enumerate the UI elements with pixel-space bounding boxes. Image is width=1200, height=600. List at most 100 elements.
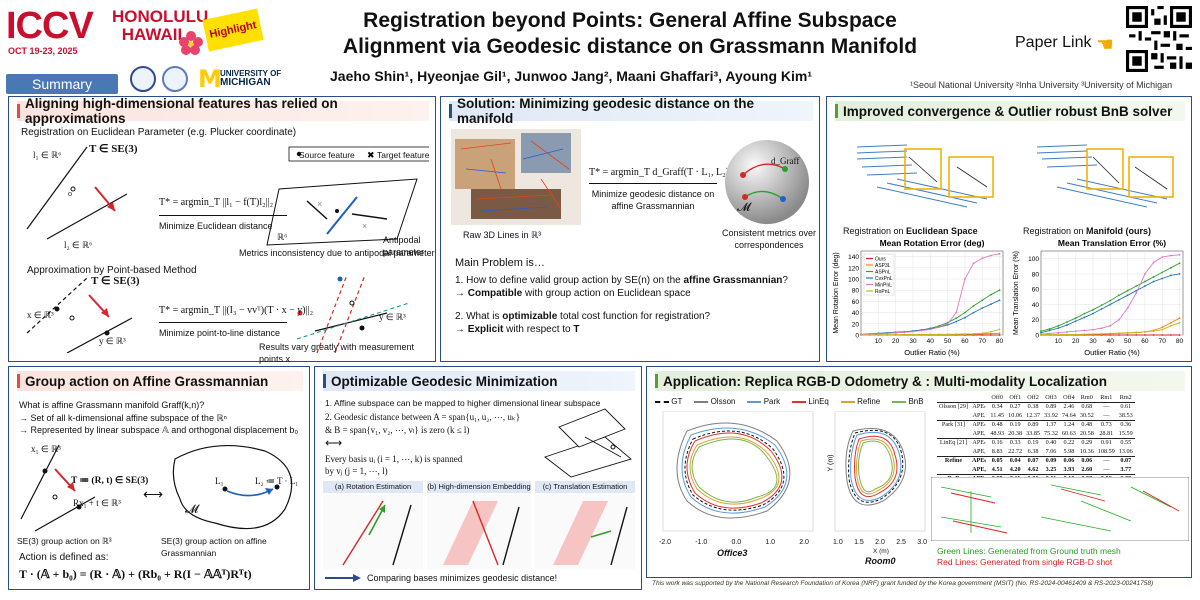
umich-name: UNIVERSITY OF MICHIGAN [220, 69, 282, 88]
label-antipodal: Antipodal parameter [383, 235, 425, 257]
question-1: 1. How to define valid group action by S… [455, 275, 788, 286]
paper-link[interactable]: Paper Link [1015, 34, 1092, 51]
equation-euclidean: T* = argmin_T ||l₁ − f(T)l₂||₂ [159, 197, 274, 208]
table-cell: Olsson [29] [937, 401, 971, 411]
table-cell: 60.63 [1061, 429, 1076, 437]
y-axis-label: Mean Translation Error (%) [1013, 251, 1020, 335]
label-L2: L₂ ≔ T · L₁ [255, 476, 299, 486]
table-cell: 1.37 [1042, 419, 1060, 429]
y-tick-label: 80 [852, 288, 860, 295]
data-point [998, 299, 1001, 302]
legend-label: ASPnL [875, 270, 891, 276]
label-T-se3: T ∈ SE(3) [89, 143, 138, 155]
table-cell: — [1103, 465, 1110, 473]
caption-inconsistency: Metrics inconsistency due to antipodal p… [239, 248, 435, 258]
caption-vary: Results vary greatly with measurement po… [259, 342, 415, 364]
data-point [894, 333, 897, 336]
data-point [1161, 334, 1164, 336]
table-cell: APEₜ [970, 437, 989, 447]
group-action-diagram: ⟷ [20, 444, 293, 532]
table-cell: 0.36 [1116, 419, 1135, 429]
table-cell: 10.06 [1008, 411, 1023, 419]
y-tick-label: 20 [852, 321, 860, 328]
chart-rotation-error: Mean Rotation Error (deg)020406080100120… [833, 238, 1004, 357]
data-point [946, 333, 949, 336]
label-x1: x₁ ∈ ℝ³ [31, 444, 61, 454]
funding-footer: This work was supported by the National … [652, 580, 1154, 587]
data-point [860, 333, 862, 336]
table-cell: 1.24 [1059, 419, 1078, 429]
table-cell: 0.07 [1024, 455, 1043, 465]
data-point [1169, 274, 1172, 277]
svg-text:⟷: ⟷ [143, 486, 163, 502]
table-cell: 13.06 [1118, 447, 1133, 455]
data-point [1144, 331, 1146, 333]
caption-raw-lines: Raw 3D Lines in ℝ³ [463, 230, 542, 240]
table-cell [937, 411, 970, 420]
table-cell: 3.77 [1120, 465, 1132, 473]
data-point [1092, 312, 1094, 315]
data-point [868, 333, 871, 336]
data-point [972, 304, 975, 307]
table-header-cell [970, 393, 989, 403]
data-point [1092, 333, 1094, 335]
x-tick-label: 80 [996, 338, 1004, 345]
data-point [1048, 329, 1051, 332]
label-manifold: 𝓜 [185, 502, 199, 516]
data-point [998, 332, 1001, 335]
data-point [1178, 273, 1181, 275]
table-cell: 6.38 [1027, 447, 1039, 455]
data-point [1161, 256, 1164, 259]
data-point [989, 334, 992, 336]
table-cell: 75.32 [1044, 429, 1058, 437]
data-point [894, 331, 897, 334]
data-point [1144, 334, 1146, 336]
table-cell: 33.85 [1026, 429, 1041, 437]
label-room0: Room0 [865, 556, 896, 566]
table-header-cell: Rm1 [1095, 393, 1117, 403]
poster-title: Registration beyond Points: General Affi… [342, 9, 918, 58]
table-cell: 38.53 [1118, 411, 1133, 419]
x-axis-label: Outlier Ratio (%) [904, 348, 960, 357]
table-cell: 0.19 [1024, 437, 1043, 447]
data-point [1152, 330, 1155, 333]
data-point [1126, 331, 1129, 334]
trajectory-office3 [662, 411, 814, 532]
data-point [1083, 312, 1086, 315]
equation-point-to-line: T* = argmin_T ||(I₃ − vvᵀ)(T · x − y)||₂ [159, 305, 314, 316]
data-point [1074, 317, 1077, 320]
summary-tab[interactable]: Summary [6, 74, 118, 94]
label-L1: L₁ [215, 476, 224, 486]
y-tick-label: 100 [1028, 256, 1039, 263]
data-point [998, 334, 1001, 336]
x-tick-label: 60 [1141, 338, 1149, 345]
chart-title: Mean Rotation Error (deg) [880, 238, 985, 248]
table-cell: 8.83 [991, 447, 1003, 455]
answer-2: → Explicit with respect to T [455, 324, 580, 335]
y-tick-label: 0 [855, 333, 859, 340]
data-point [1074, 330, 1077, 333]
table-cell: 0.33 [1006, 437, 1025, 447]
answer-1: → Compatible with group action on Euclid… [455, 288, 691, 299]
data-point [1169, 266, 1172, 269]
data-point [938, 333, 940, 336]
data-point [972, 311, 975, 314]
table-cell: 0.34 [988, 401, 1007, 411]
data-point [1066, 321, 1068, 323]
data-point [1057, 331, 1060, 334]
panel-application: Application: Replica RGB-D Odometry & : … [646, 366, 1192, 578]
legend-park: Park [747, 396, 780, 408]
data-point [929, 328, 932, 331]
data-point [1109, 332, 1112, 335]
data-point [1135, 331, 1138, 334]
qr-code[interactable] [1126, 6, 1192, 72]
table-cell: 48.93 [990, 429, 1005, 437]
table-cell: 0.07 [1116, 455, 1135, 465]
data-point [964, 311, 966, 314]
conference-city: HONOLULU HAWAII [112, 7, 209, 44]
conference-dates: OCT 19-23, 2025 [8, 46, 78, 56]
data-point [1178, 317, 1181, 320]
poster-header: ICCV OCT 19-23, 2025 HONOLULU HAWAII Hig… [0, 0, 1200, 96]
data-point [1066, 333, 1068, 336]
data-point [1109, 303, 1112, 306]
